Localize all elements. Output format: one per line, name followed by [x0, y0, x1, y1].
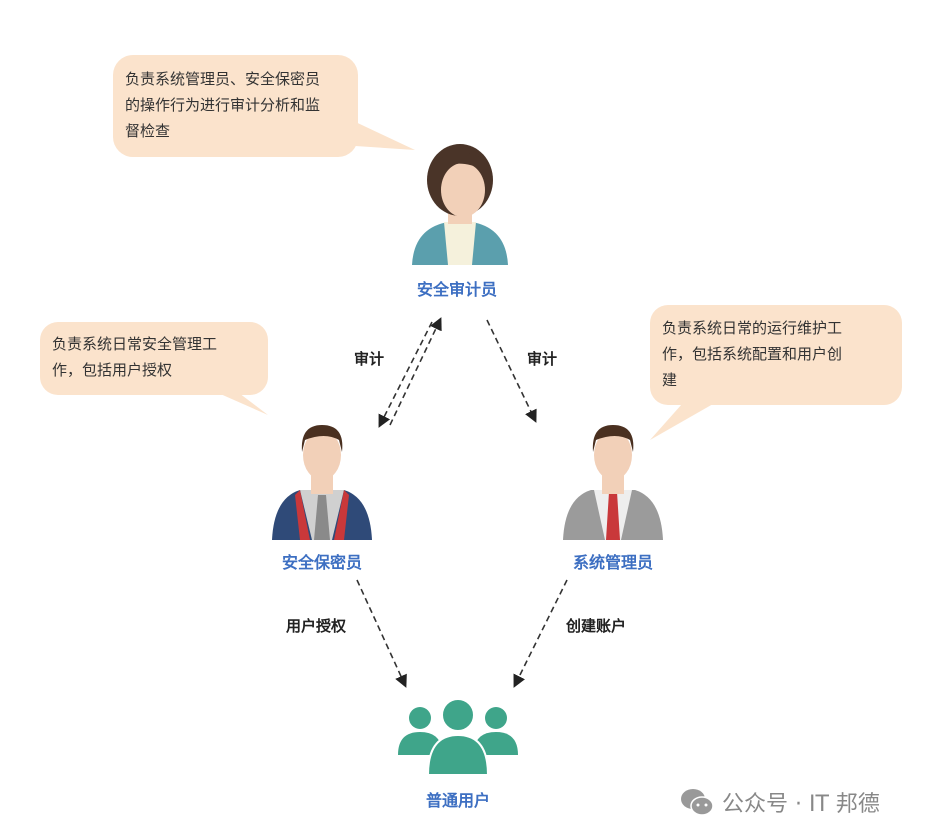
auditor-label: 安全审计员	[416, 280, 498, 299]
authorize-label: 用户授权	[286, 617, 347, 635]
watermark: 公众号 · IT 邦德	[680, 786, 880, 818]
bubble-line: 作，包括用户授权	[52, 361, 173, 379]
create-account-arrow	[513, 579, 568, 688]
sysadmin-label: 系统管理员	[572, 553, 654, 572]
bubble-line: 负责系统日常安全管理工	[52, 335, 218, 353]
wechat-icon	[681, 789, 714, 816]
bubble-line: 作，包括系统配置和用户创	[662, 345, 843, 363]
audit-arrow-left-up	[389, 317, 442, 426]
auditor-bubble-text: 负责系统管理员、安全保密员 的操作行为进行审计分析和监 督检查	[125, 66, 320, 144]
bubble-line: 负责系统管理员、安全保密员	[125, 70, 321, 88]
security-officer-avatar-icon	[272, 425, 372, 540]
watermark-text: 公众号 · IT 邦德	[722, 792, 880, 817]
audit-left-label: 审计	[354, 350, 385, 368]
authorize-arrow	[356, 579, 407, 688]
security-bubble-text: 负责系统日常安全管理工 作，包括用户授权	[52, 331, 217, 383]
bubble-line: 建	[662, 371, 678, 389]
audit-arrow-right	[486, 319, 537, 423]
create-account-label: 创建账户	[566, 617, 627, 635]
audit-arrow-left-down	[378, 321, 433, 428]
security-officer-label: 安全保密员	[281, 553, 363, 572]
bubble-line: 的操作行为进行审计分析和监	[125, 96, 321, 114]
auditor-avatar-icon	[412, 144, 508, 265]
security-speech-bubble	[40, 322, 268, 415]
auditor-speech-bubble	[113, 55, 415, 157]
users-group-icon	[398, 698, 518, 776]
sysadmin-avatar-icon	[563, 425, 663, 540]
sysadmin-bubble-text: 负责系统日常的运行维护工 作，包括系统配置和用户创 建	[662, 315, 842, 393]
users-label: 普通用户	[425, 791, 491, 810]
sysadmin-speech-bubble	[650, 305, 902, 440]
bubble-line: 督检查	[125, 122, 171, 140]
bubble-line: 负责系统日常的运行维护工	[662, 319, 843, 337]
audit-right-label: 审计	[527, 350, 558, 368]
